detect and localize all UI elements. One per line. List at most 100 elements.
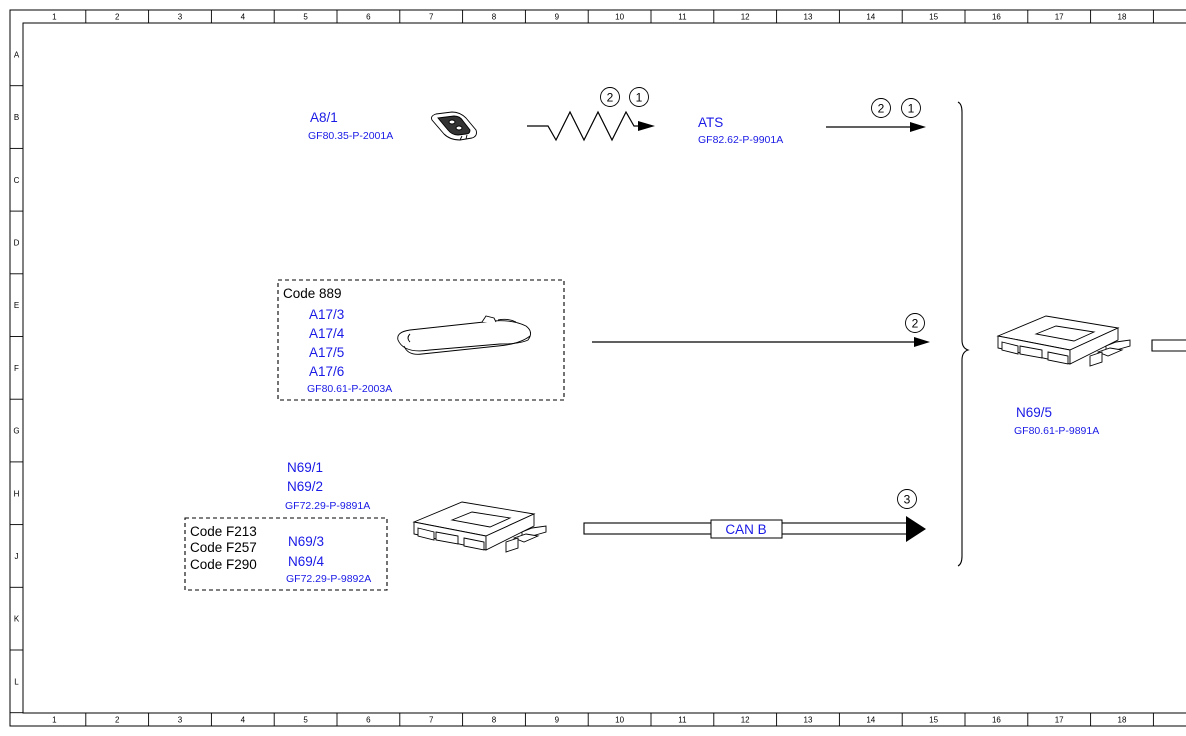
svg-text:2: 2	[878, 102, 885, 116]
n69-1-label[interactable]: N69/1	[287, 460, 323, 475]
a8-1-label[interactable]: A8/1	[310, 110, 338, 125]
ruler-col-label: 11	[678, 716, 687, 725]
can-bus-arrowhead	[906, 516, 926, 542]
ruler-col-label: 2	[115, 716, 120, 725]
rf-signal-line	[527, 110, 640, 142]
svg-text:1: 1	[908, 102, 915, 116]
ruler-col-label: 13	[804, 13, 813, 22]
ruler-col-label: 1	[52, 13, 57, 22]
ruler-col-label: 17	[1055, 716, 1064, 725]
ruler-col-label: 2	[115, 13, 120, 22]
rf-marker-2: 2	[600, 87, 620, 107]
ruler-row-label: E	[14, 301, 19, 310]
ruler-col-label: 8	[492, 716, 497, 725]
can-b-label-box	[710, 519, 783, 539]
key-fob-icon	[431, 111, 477, 141]
n69-5-label[interactable]: N69/5	[1016, 405, 1052, 420]
ruler-col-label: 12	[741, 13, 750, 22]
door-handle-icon	[397, 315, 531, 355]
door-handle-doc[interactable]: GF80.61-P-2003A	[307, 383, 392, 395]
ruler-col-label: 18	[1118, 13, 1127, 22]
n69-5-doc[interactable]: GF80.61-P-9891A	[1014, 425, 1099, 437]
ruler-col-label: 17	[1055, 13, 1064, 22]
ruler-col-label: 10	[615, 716, 624, 725]
ruler-row-label: D	[14, 238, 20, 247]
svg-text:3: 3	[904, 493, 911, 507]
input-brace	[957, 101, 970, 567]
ruler-col-label: 3	[178, 716, 183, 725]
ruler-col-label: 4	[241, 716, 246, 725]
ruler-row-label: A	[14, 50, 20, 59]
can-marker-3: 3	[897, 489, 917, 509]
ruler-col-label: 7	[429, 716, 434, 725]
svg-text:2: 2	[912, 317, 919, 331]
a17-5-label[interactable]: A17/5	[309, 345, 344, 360]
ats-marker-1: 1	[901, 98, 921, 118]
ruler-col-label: 4	[241, 13, 246, 22]
a8-1-doc[interactable]: GF80.35-P-2001A	[308, 130, 393, 142]
ruler-col-label: 5	[303, 716, 308, 725]
outer-frame	[9, 9, 1186, 727]
ats-marker-2: 2	[871, 98, 891, 118]
n69-5-control-unit-icon	[996, 315, 1131, 367]
n69-3-label[interactable]: N69/3	[288, 534, 324, 549]
rf-arrowhead	[638, 121, 655, 131]
code-889-label: Code 889	[283, 286, 342, 301]
ruler-col-label: 1	[52, 716, 57, 725]
ruler-row-label: B	[14, 113, 19, 122]
a17-6-label[interactable]: A17/6	[309, 364, 344, 379]
ruler-col-label: 14	[866, 13, 875, 22]
ats-arrowhead	[910, 122, 926, 132]
output-arrow-stub	[1151, 339, 1186, 352]
can-b-label: CAN B	[725, 522, 766, 537]
ruler-col-label: 16	[992, 716, 1001, 725]
ruler-col-label: 3	[178, 13, 183, 22]
handle-arrowhead	[914, 337, 930, 347]
a17-3-label[interactable]: A17/3	[309, 307, 344, 322]
ruler-row-label: H	[14, 489, 20, 498]
code-889-box	[277, 279, 565, 401]
a17-4-label[interactable]: A17/4	[309, 326, 345, 341]
n69-2-label[interactable]: N69/2	[287, 479, 323, 494]
svg-text:2: 2	[607, 91, 614, 105]
ruler-col-label: 14	[866, 716, 875, 725]
ruler-col-label: 9	[555, 13, 560, 22]
ruler-col-label: 6	[366, 716, 371, 725]
code-f213-label: Code F213	[190, 524, 257, 539]
ruler-col-label: 12	[741, 716, 750, 725]
code-f290-label: Code F290	[190, 557, 257, 572]
ruler-row-label: C	[14, 176, 20, 185]
ruler-row-label: G	[13, 427, 19, 436]
ruler-row-label: F	[14, 364, 19, 373]
control-unit-icon	[412, 501, 547, 553]
ruler-col-label: 11	[678, 13, 687, 22]
svg-text:1: 1	[636, 91, 643, 105]
ruler-col-label: 18	[1118, 716, 1127, 725]
ruler-col-label: 5	[303, 13, 308, 22]
ruler-col-label: 13	[804, 716, 813, 725]
ruler-col-label: 15	[929, 13, 938, 22]
ruler-row-label: J	[15, 552, 19, 561]
ats-label[interactable]: ATS	[698, 115, 723, 130]
n69-lower-doc[interactable]: GF72.29-P-9892A	[286, 573, 371, 585]
handle-marker-2: 2	[905, 313, 925, 333]
left-ruler: A B C D E F G H J K L	[10, 50, 23, 714]
ruler-row-label: L	[14, 677, 19, 686]
ruler-col-label: 8	[492, 13, 497, 22]
ruler-col-label: 16	[992, 13, 1001, 22]
code-f-box	[184, 517, 388, 591]
ruler-col-label: 9	[555, 716, 560, 725]
n69-4-label[interactable]: N69/4	[288, 554, 325, 569]
ruler-col-label: 10	[615, 13, 624, 22]
ruler-row-label: K	[14, 615, 20, 624]
code-f257-label: Code F257	[190, 540, 257, 555]
inner-frame	[22, 22, 1186, 714]
rf-marker-1: 1	[629, 87, 649, 107]
n69-upper-doc[interactable]: GF72.29-P-9891A	[285, 500, 370, 512]
ruler-col-label: 6	[366, 13, 371, 22]
ats-doc[interactable]: GF82.62-P-9901A	[698, 134, 783, 146]
ruler-col-label: 7	[429, 13, 434, 22]
